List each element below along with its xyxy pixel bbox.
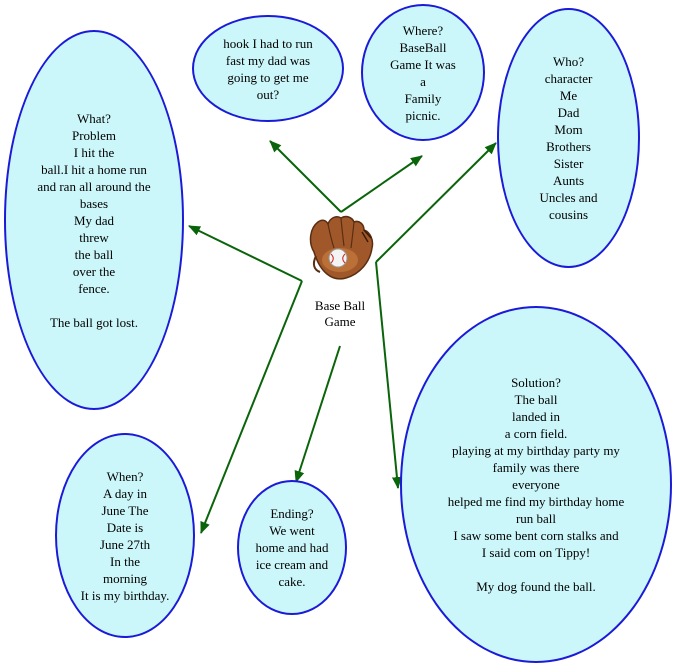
baseball-glove-icon [309,215,374,280]
bubble-when: When? A day in June The Date is June 27t… [55,433,195,638]
bubble-where-text: Where? BaseBall Game It was a Family pic… [390,22,456,123]
bubble-solution-text: Solution? The ball landed in a corn fiel… [447,375,625,594]
arrow-to-ending [294,345,341,483]
bubble-hook-text: hook I had to run fast my dad was going … [223,35,313,102]
arrow-to-where [340,155,423,213]
bubble-who: Who? character Me Dad Mom Brothers Siste… [497,8,640,268]
bubble-ending: Ending? We went home and had ice cream a… [237,480,347,615]
bubble-who-text: Who? character Me Dad Mom Brothers Siste… [539,54,598,222]
arrow-to-who [375,142,497,263]
bubble-what-text: What? Problem I hit the ball.I hit a hom… [37,110,151,330]
arrow-to-solution [375,261,402,489]
bubble-where: Where? BaseBall Game It was a Family pic… [361,4,485,141]
bubble-hook: hook I had to run fast my dad was going … [192,15,344,122]
bubble-solution: Solution? The ball landed in a corn fiel… [400,306,672,663]
arrow-to-when [200,280,303,534]
bubble-ending-text: Ending? We went home and had ice cream a… [255,506,329,589]
bubble-when-text: When? A day in June The Date is June 27t… [80,468,170,603]
bubble-what: What? Problem I hit the ball.I hit a hom… [4,30,184,410]
arrow-to-what [188,225,303,282]
center-topic-title: Base Ball Game [314,298,366,329]
arrow-to-hook [269,140,342,213]
